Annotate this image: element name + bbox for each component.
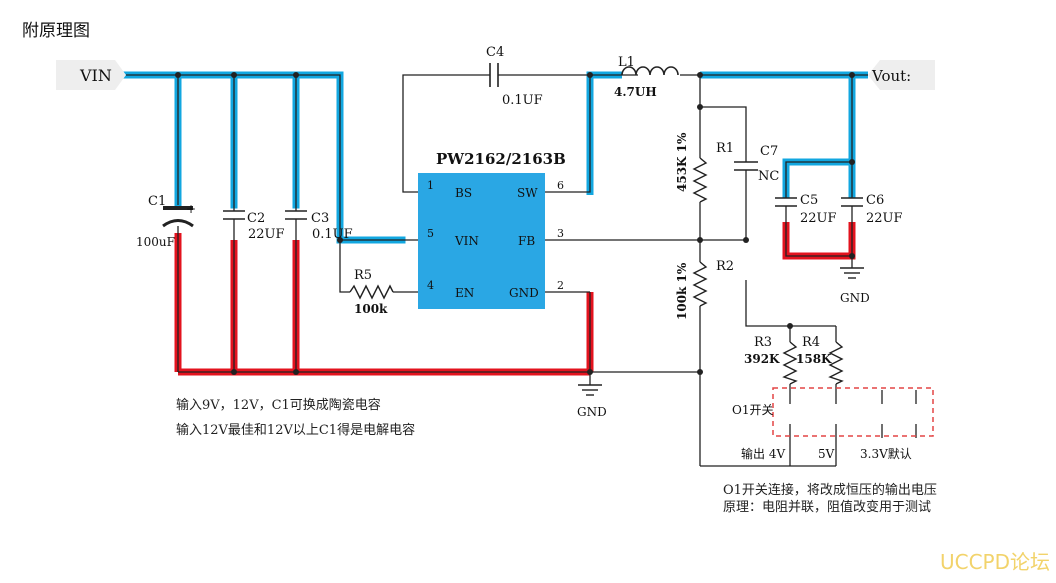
forum-watermark: UCCPD论坛: [939, 550, 1050, 574]
r1-value: 453K 1%: [675, 132, 689, 192]
pin-num-6: 6: [557, 179, 564, 192]
c1-value: 100uF: [136, 235, 175, 249]
c4-ref: C4: [486, 45, 504, 60]
r5-value: 100k: [354, 302, 388, 316]
c7-value: NC: [758, 169, 779, 184]
page-title: 附原理图: [22, 21, 90, 41]
output-4v-label: 输出 4V: [741, 446, 785, 461]
capacitor-c7: C7 NC: [734, 144, 779, 184]
pin-num-1: 1: [427, 179, 434, 192]
note-switch-1: O1开关连接，将改成恒压的输出电压: [723, 482, 937, 498]
capacitor-c6: C6 22UF: [841, 193, 903, 226]
resistor-r4: R4 158K: [796, 335, 844, 385]
ground-symbol-main: GND: [577, 384, 607, 419]
gnd-label-main: GND: [577, 405, 607, 419]
vout-terminal: Vout:: [868, 60, 935, 90]
vin-terminal-label: VIN: [79, 66, 112, 85]
ground-symbol-out: GND: [840, 267, 870, 305]
output-5v-label: 5V: [818, 447, 835, 461]
vout-terminal-label: Vout:: [871, 67, 911, 85]
c3-value: 0.1UF: [312, 227, 353, 242]
c1-polarity: +: [186, 202, 196, 216]
c7-ref: C7: [760, 144, 778, 159]
junction-dots: [175, 72, 855, 375]
c3-ref: C3: [311, 211, 329, 226]
capacitor-c5: C5 22UF: [775, 193, 837, 226]
r5-ref: R5: [354, 268, 372, 283]
capacitor-c1: C1 + 100uF: [136, 194, 196, 249]
c5-value: 22UF: [800, 211, 837, 226]
r3-ref: R3: [754, 335, 772, 350]
r3-value: 392K: [744, 352, 780, 366]
pin-sw: SW: [517, 186, 538, 200]
capacitor-c4: C4 0.1UF: [486, 45, 543, 108]
resistor-r5: R5 100k: [349, 268, 394, 316]
r1-ref: R1: [716, 141, 734, 156]
wires: [126, 74, 917, 467]
l1-ref: L1: [618, 55, 635, 70]
pin-num-4: 4: [427, 279, 434, 292]
note-switch-2: 原理：电阻并联，阻值改变用于测试: [723, 499, 931, 515]
ic-chip: PW2162/2163B BS SW VIN FB EN GND 1 6 5 3…: [418, 150, 566, 309]
capacitor-c2: C2 22UF: [223, 210, 285, 242]
resistor-r3: R3 392K: [744, 335, 798, 385]
r2-value: 100k 1%: [675, 262, 689, 320]
c2-value: 22UF: [248, 227, 285, 242]
note-input-2: 输入12V最佳和12V以上C1得是电解电容: [176, 422, 415, 438]
chip-name: PW2162/2163B: [436, 150, 566, 168]
r4-value: 158K: [796, 352, 832, 366]
inductor-l1: L1 4.7UH: [614, 55, 679, 99]
c6-value: 22UF: [866, 211, 903, 226]
note-input-1: 输入9V，12V，C1可换成陶瓷电容: [176, 397, 381, 413]
resistor-r2: R2 100k 1%: [675, 259, 734, 320]
r4-ref: R4: [802, 335, 820, 350]
vin-terminal: VIN: [56, 60, 126, 90]
pin-num-5: 5: [427, 227, 434, 240]
c1-ref: C1: [148, 194, 166, 209]
pin-en: EN: [455, 286, 474, 300]
c5-ref: C5: [800, 193, 818, 208]
switch-box: O1开关: [732, 387, 934, 437]
vout-net-highlight: [700, 71, 868, 198]
c2-ref: C2: [247, 211, 265, 226]
pin-fb: FB: [518, 234, 535, 248]
r2-ref: R2: [716, 259, 734, 274]
switch-label: O1开关: [732, 403, 773, 417]
pin-gnd: GND: [509, 286, 539, 300]
pin-bs: BS: [455, 186, 472, 200]
pin-vin: VIN: [454, 234, 479, 248]
pin-num-2: 2: [557, 279, 564, 292]
c4-value: 0.1UF: [502, 93, 543, 108]
c6-ref: C6: [866, 193, 884, 208]
gnd-label-out: GND: [840, 291, 870, 305]
pin-num-3: 3: [557, 227, 564, 240]
capacitor-c3: C3 0.1UF: [285, 210, 353, 242]
resistor-r1: R1 453K 1%: [675, 132, 734, 203]
output-3v3-label: 3.3V默认: [860, 446, 912, 461]
l1-value: 4.7UH: [614, 85, 657, 99]
